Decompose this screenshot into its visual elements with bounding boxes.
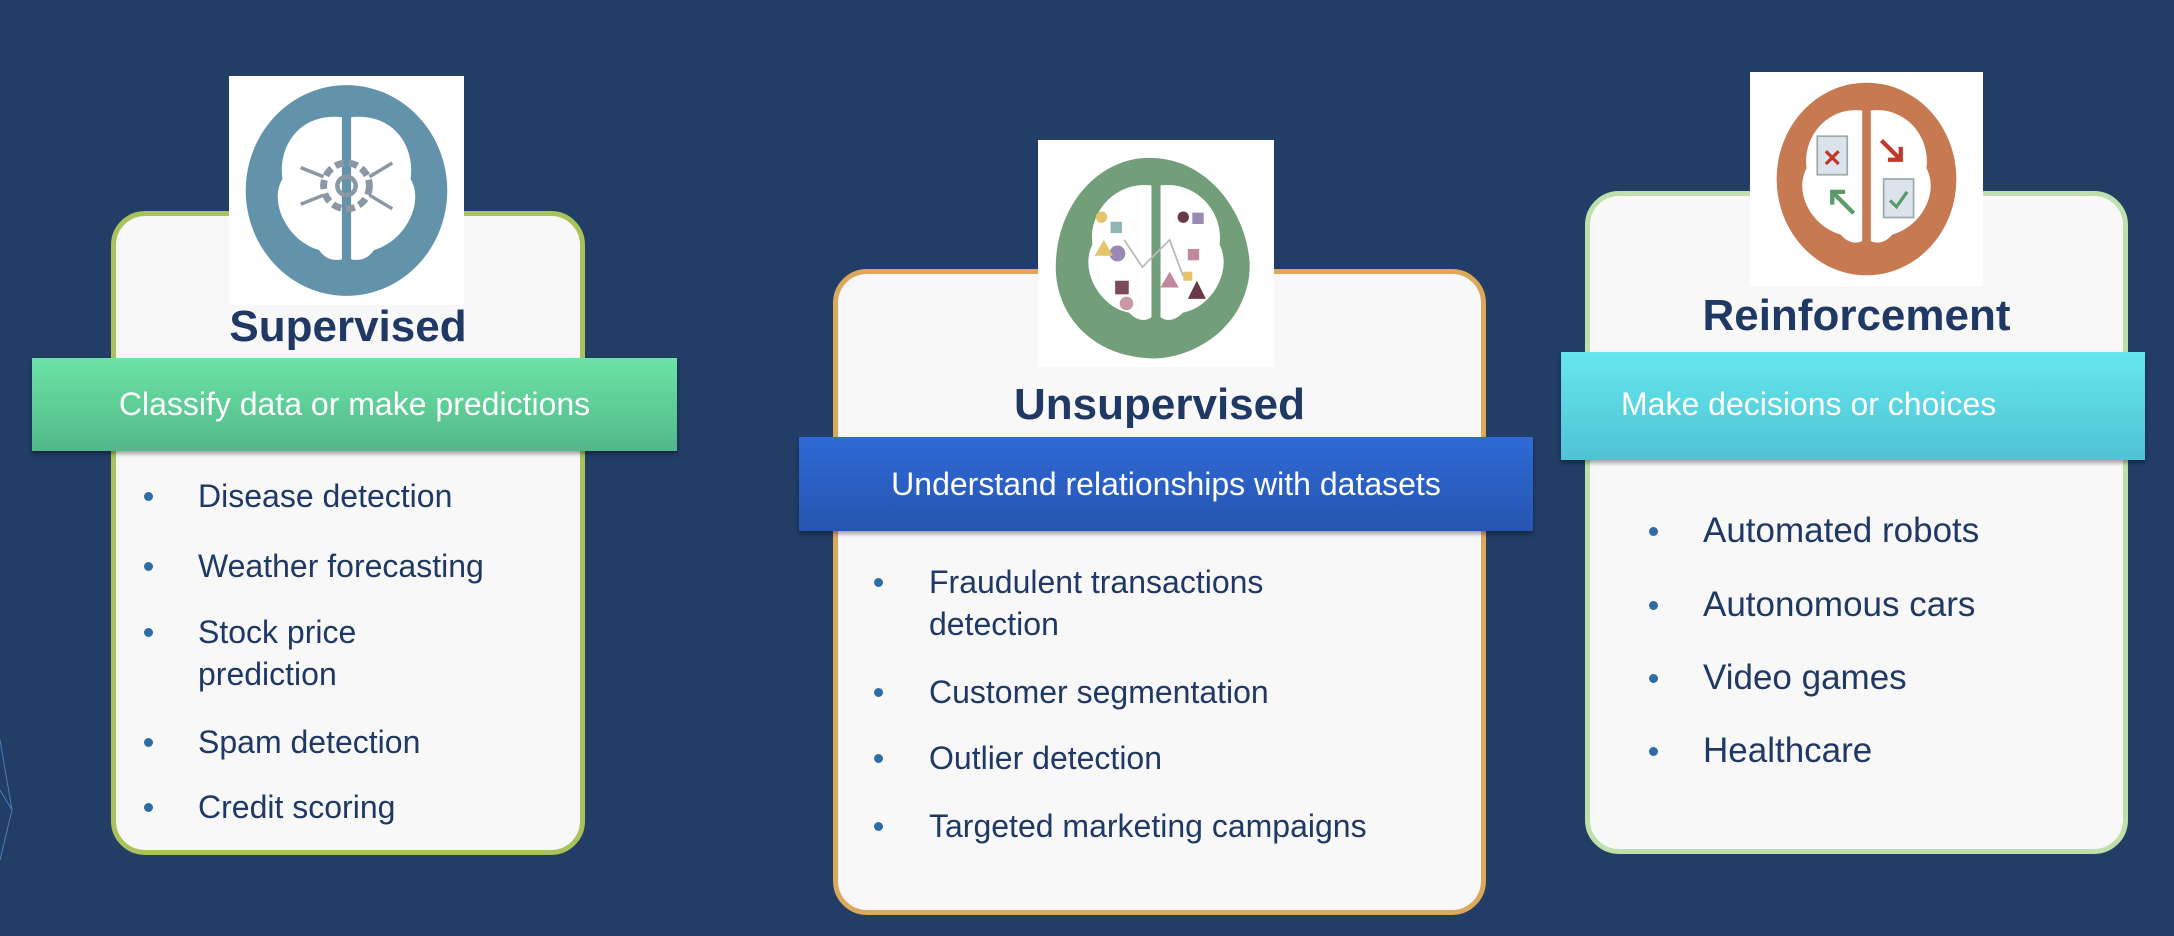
bullet-icon [874, 578, 883, 587]
list-item: Disease detection [198, 478, 453, 514]
list-item: Targeted marketing campaigns [929, 808, 1367, 844]
bullet-icon [1649, 527, 1658, 536]
bullet-icon [1649, 747, 1658, 756]
card-subtitle-banner: Make decisions or choices [1561, 352, 2145, 460]
bullet-icon [874, 754, 883, 763]
card-subtitle-banner: Classify data or make predictions [32, 358, 677, 451]
card-title: Unsupervised [1014, 380, 1305, 429]
brain-gear-icon [229, 76, 464, 305]
bullet-icon [1649, 674, 1658, 683]
brain-feedback-icon [1750, 72, 1983, 286]
list-item: Customer segmentation [929, 674, 1269, 710]
unsupervised-card [833, 269, 1486, 915]
list-item: Autonomous cars [1703, 585, 1976, 624]
bullet-icon [144, 803, 153, 812]
card-title: Reinforcement [1702, 291, 2011, 340]
brain-network-icon [1038, 140, 1274, 367]
bullet-icon [874, 822, 883, 831]
network-decoration [0, 739, 13, 861]
bullet-icon [144, 492, 153, 501]
bullet-icon [874, 688, 883, 697]
bullet-icon [1649, 601, 1658, 610]
list-item: Spam detection [198, 724, 421, 760]
list-item: Healthcare [1703, 731, 1873, 770]
card-subtitle-banner: Understand relationships with datasets [799, 437, 1533, 531]
list-item: Credit scoring [198, 789, 396, 825]
bullet-icon [144, 738, 153, 747]
supervised-card [111, 211, 585, 855]
list-item: Weather forecasting [198, 548, 484, 584]
bullet-icon [144, 562, 153, 571]
list-item: Fraudulent transactions detection [929, 564, 1264, 642]
list-item: Stock price prediction [198, 614, 357, 692]
list-item: Video games [1703, 658, 1907, 697]
list-item: Outlier detection [929, 740, 1163, 776]
list-item: Automated robots [1703, 511, 1980, 550]
card-title: Supervised [229, 302, 467, 351]
reinforcement-card [1585, 191, 2128, 854]
bullet-icon [144, 628, 153, 637]
